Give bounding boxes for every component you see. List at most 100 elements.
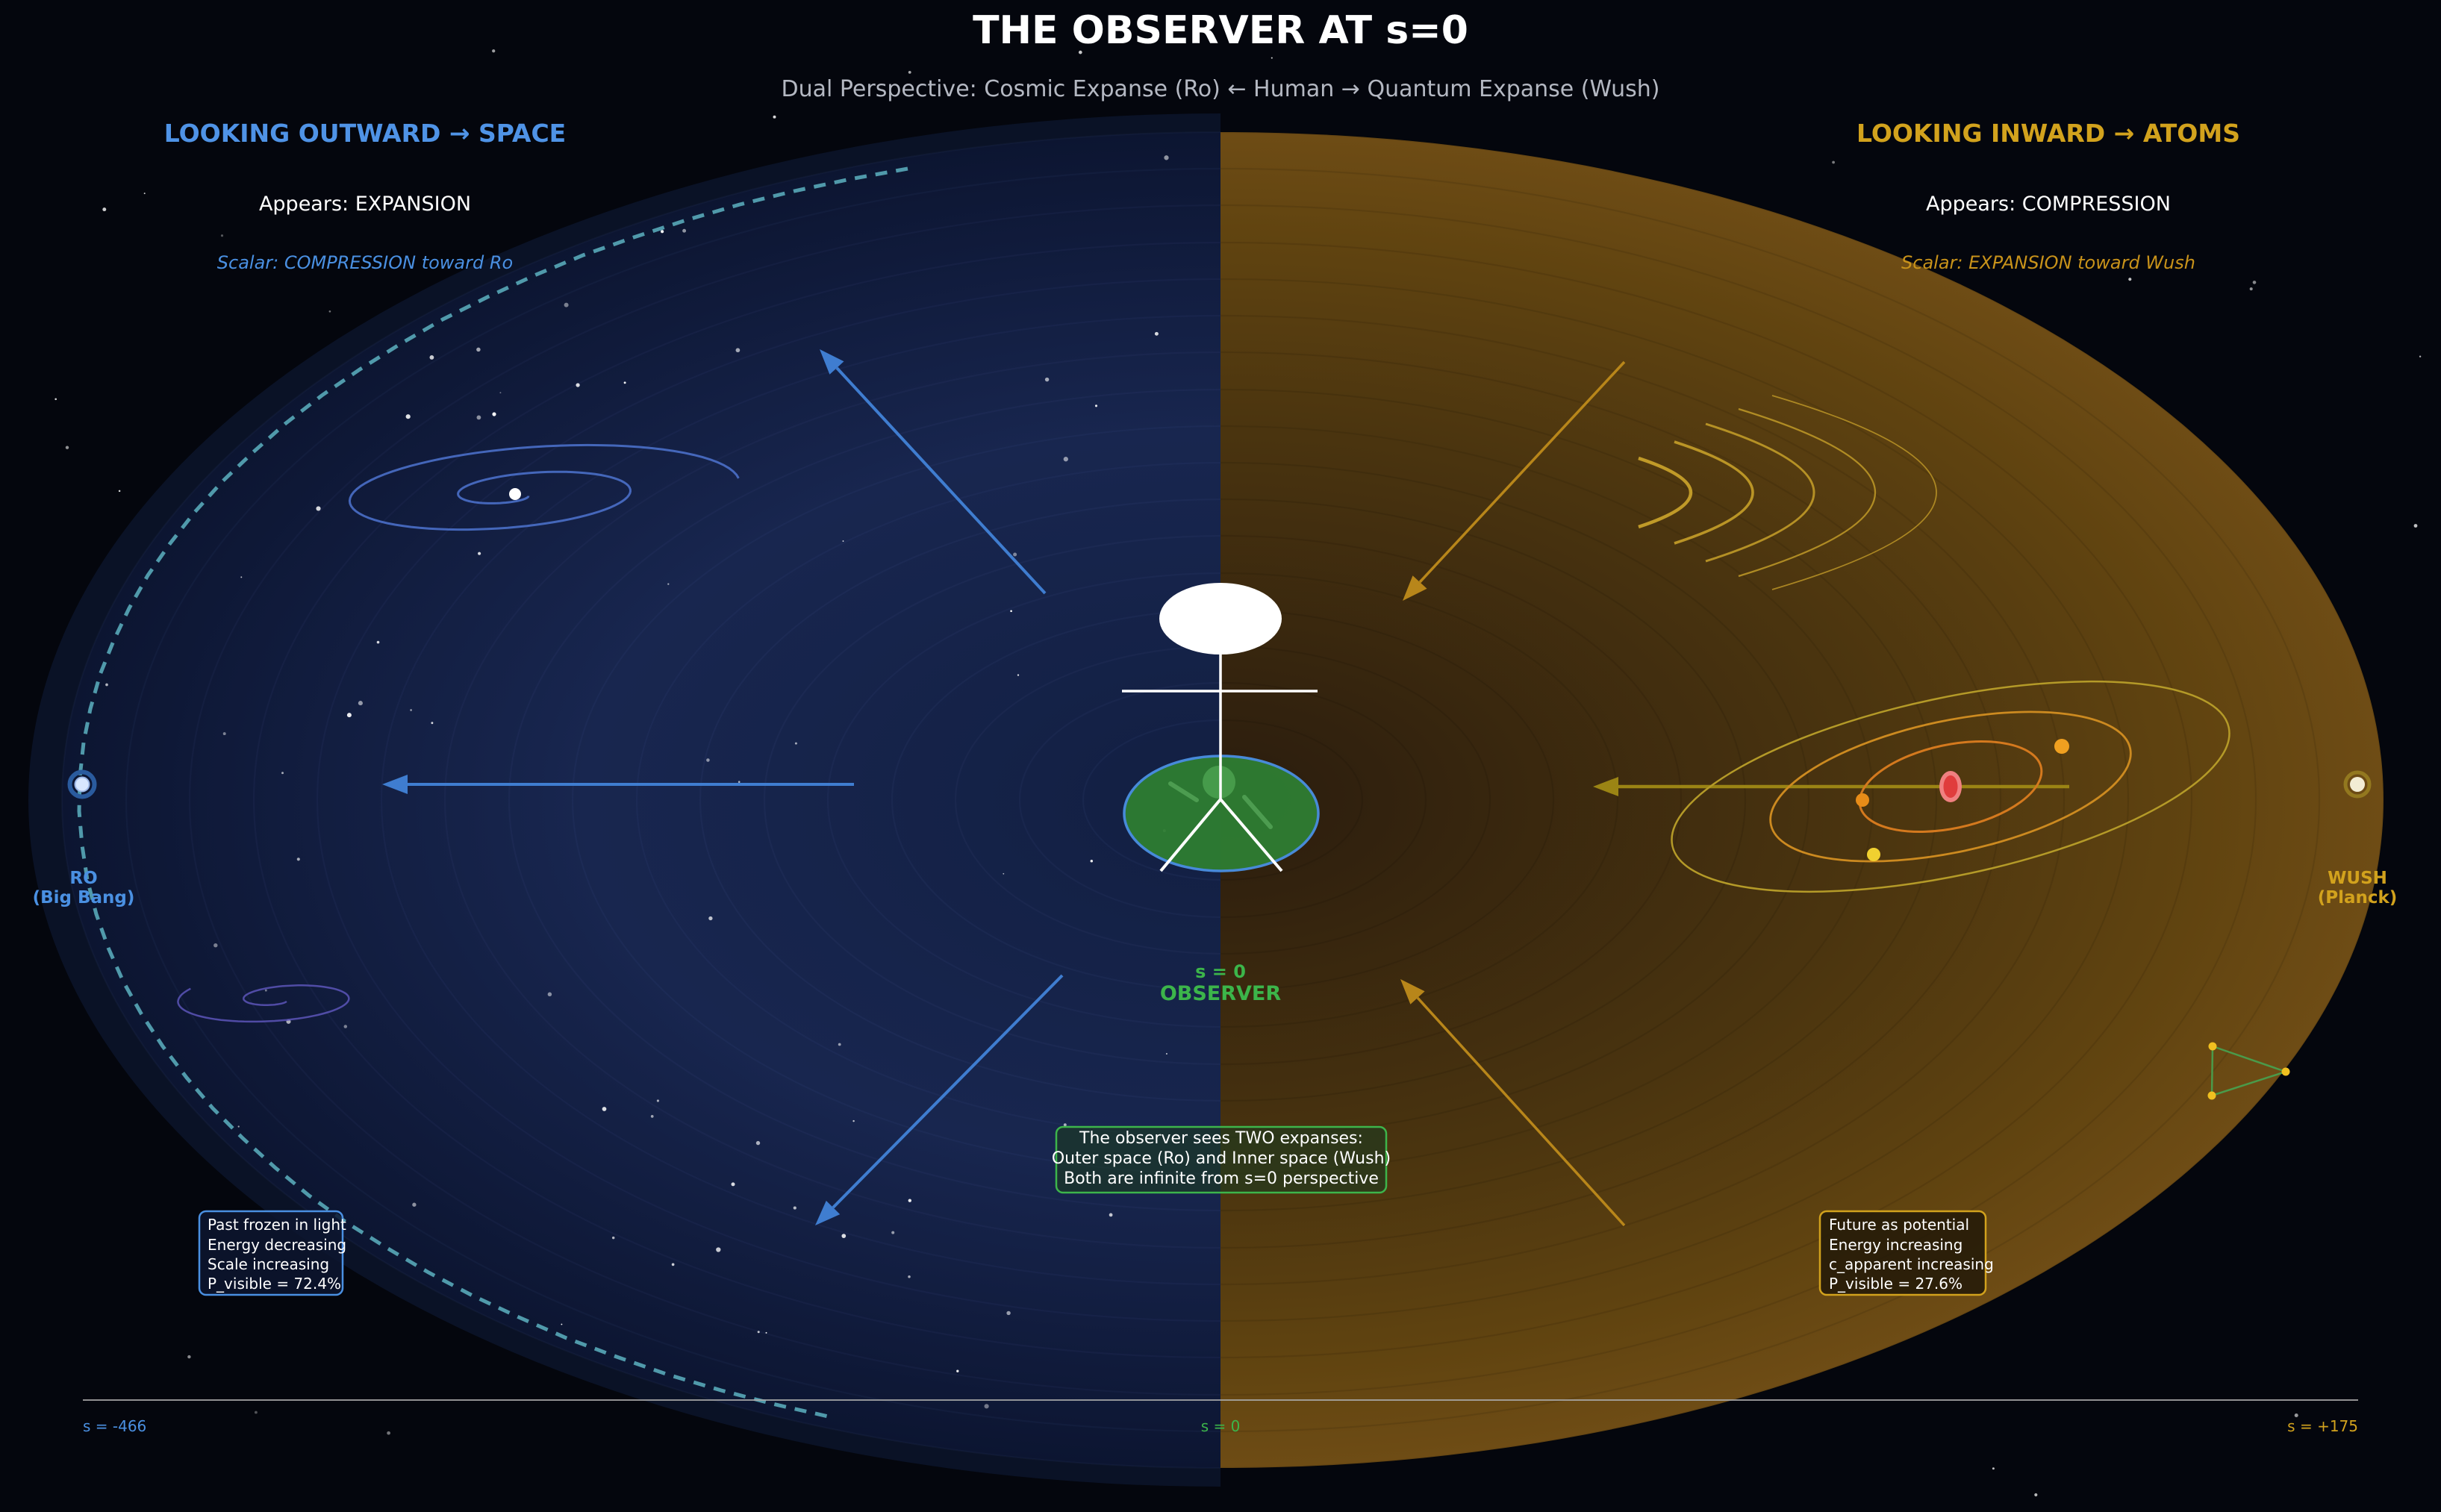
note-line: Outer space (Ro) and Inner space (Wush) [1052,1149,1391,1168]
star [547,992,552,997]
star [656,1099,659,1102]
arrowhead-icon [1400,979,1425,1005]
star [346,713,352,718]
info-line: P_visible = 72.4% [208,1275,341,1293]
cosmic-hemisphere [28,113,1220,1487]
constellation-star [2281,1067,2290,1076]
arrowhead-icon [1403,575,1427,601]
star [1992,1467,1995,1470]
star [237,1125,240,1128]
electron [1867,848,1880,861]
info-line: c_apparent increasing [1829,1255,1994,1273]
star [1003,872,1005,875]
star [1164,155,1169,160]
star [476,347,481,352]
info-line: Past frozen in light [208,1216,346,1234]
star [410,709,412,711]
star [650,1115,654,1118]
star [54,398,57,401]
observer-figure [1122,583,1320,872]
arrowhead-icon [1593,777,1618,796]
star [429,354,434,360]
star [956,1369,959,1372]
star [187,1355,191,1359]
axis-label-center: s = 0 [1201,1417,1241,1435]
star [264,989,267,992]
axis-label-right: s = +175 [2287,1417,2358,1435]
star [755,1140,761,1146]
figure-leg-left [1159,798,1222,872]
ro-sublabel: (Big Bang) [33,888,135,907]
star [476,415,481,420]
wush-marker [2343,770,2372,799]
star [908,1199,911,1202]
star [1006,1310,1011,1316]
star [576,383,580,387]
compression-arrow-bottom [1416,996,1626,1227]
page-title: THE OBSERVER AT s=0 [973,8,1468,53]
observer-s0-label: s = 0 [1195,961,1246,982]
star [254,1411,258,1414]
left-section-header: LOOKING OUTWARD → SPACE [164,119,566,148]
star-field [54,49,2422,1497]
expansion-arrows [382,349,1064,1225]
star [757,1331,760,1334]
star [316,506,321,511]
axis-label-left: s = -466 [83,1417,146,1435]
constellation-star [2208,1042,2217,1051]
cosmic-horizon-dashed-arc [77,166,908,1419]
star [1154,331,1159,336]
expansion-arrow-upleft [835,366,1047,595]
galaxy-core [509,488,521,500]
star [240,576,243,578]
star [65,446,69,449]
star [731,1182,735,1187]
star [667,583,670,585]
star [984,1404,989,1409]
star [343,1025,348,1028]
star [765,1331,767,1334]
star [1044,377,1050,382]
star [735,348,741,353]
star [2252,281,2257,284]
wush-label: WUSH [2328,869,2387,888]
triangle-constellation [2207,1042,2290,1100]
star [793,1206,796,1210]
info-line: Future as potential [1829,1216,1969,1234]
right-info-box: Future as potential Energy increasing c_… [1818,1210,1994,1296]
star [2128,278,2132,281]
star [738,781,741,783]
star [716,1247,721,1252]
star [220,234,224,237]
star [564,302,569,307]
star [908,70,911,74]
star [1109,1213,1113,1217]
info-line: Energy decreasing [208,1236,346,1254]
star [281,772,284,775]
star [328,310,331,313]
star [387,1431,390,1435]
star [1017,674,1020,676]
star [213,943,218,948]
ro-label: RO [69,869,97,888]
quantum-contour-rings [1220,131,2384,1469]
constellation-star [2207,1091,2216,1100]
electron-orbit-outer [1671,680,2230,893]
star [492,412,496,416]
star [118,490,121,493]
left-appears-label: Appears: EXPANSION [259,193,471,216]
wush-sublabel: (Planck) [2318,888,2398,907]
star [102,207,107,212]
star [105,683,108,687]
star [478,552,481,555]
right-section-header: LOOKING INWARD → ATOMS [1857,119,2240,148]
arrowhead-icon [815,1200,841,1225]
star [376,640,380,644]
earth-continent [1168,781,1199,802]
figure-leg-right [1219,798,1283,872]
star [602,1107,607,1111]
star [706,758,710,762]
info-line: Scale increasing [208,1255,329,1273]
compression-arrows [1400,360,2069,1227]
star [1063,457,1068,462]
